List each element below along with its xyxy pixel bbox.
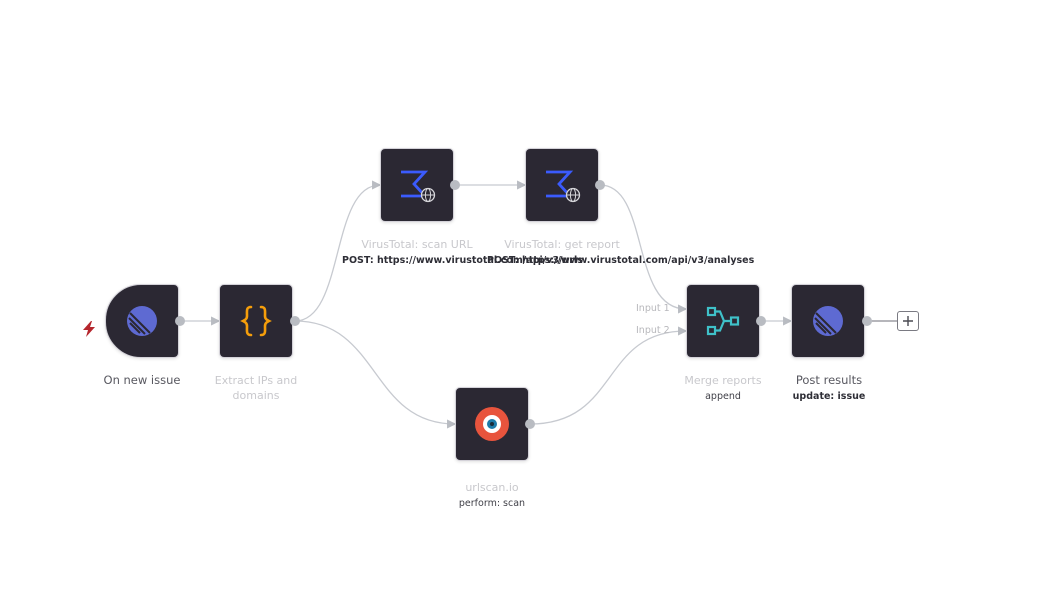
plus-icon xyxy=(903,316,913,326)
node-subtitle: perform: scan xyxy=(458,498,526,509)
node-title: urlscan.io xyxy=(465,481,519,494)
node-subtitle: POST: https://www.virustotal.com/api/v3/… xyxy=(342,255,583,266)
linear-icon xyxy=(813,306,843,336)
output-handle[interactable] xyxy=(595,180,605,190)
edge-extract-to-vt-scan xyxy=(294,180,382,322)
output-handle[interactable] xyxy=(862,316,872,326)
label-post-results: Post results update: issue xyxy=(754,373,904,404)
node-urlscan[interactable] xyxy=(455,387,529,461)
node-post-results[interactable] xyxy=(791,284,865,358)
lightning-bolt-icon xyxy=(83,321,95,337)
label-urlscan: urlscan.io perform: scan xyxy=(417,480,567,511)
node-title-line2: domains xyxy=(232,389,280,402)
node-title: Merge reports xyxy=(684,374,762,387)
input-2-label: Input 2 xyxy=(636,325,670,336)
virustotal-sigma-icon xyxy=(546,170,581,203)
node-title-line1: Extract IPs and xyxy=(214,374,298,387)
node-on-new-issue[interactable] xyxy=(105,284,179,358)
node-subtitle: update: issue xyxy=(792,391,866,402)
node-extract-ips-domains[interactable] xyxy=(219,284,293,358)
node-subtitle: POST: https://www.virustotal.com/api/v3/… xyxy=(487,255,755,266)
input-1-label: Input 1 xyxy=(636,303,670,314)
label-vt-get-report: VirusTotal: get report POST: https://www… xyxy=(487,237,754,268)
output-handle[interactable] xyxy=(450,180,460,190)
node-title: VirusTotal: get report xyxy=(504,238,620,251)
label-on-new-issue: On new issue xyxy=(67,373,217,388)
output-handle[interactable] xyxy=(175,316,185,326)
label-merge-reports: Merge reports append xyxy=(648,373,798,404)
urlscan-target-icon xyxy=(475,407,509,441)
label-vt-scan-url: VirusTotal: scan URL POST: https://www.v… xyxy=(342,237,583,268)
edge-extract-to-urlscan xyxy=(294,320,457,429)
virustotal-sigma-icon xyxy=(401,170,436,203)
edge-vt-report-to-merge xyxy=(599,184,688,314)
merge-icon xyxy=(706,306,740,336)
output-handle[interactable] xyxy=(290,316,300,326)
linear-icon xyxy=(127,306,157,336)
node-merge-reports[interactable] xyxy=(686,284,760,358)
label-extract: Extract IPs and domains xyxy=(181,373,331,403)
edge-urlscan-to-merge xyxy=(529,326,688,425)
add-node-button[interactable] xyxy=(897,311,919,331)
node-title: Post results xyxy=(795,373,863,387)
node-subtitle: append xyxy=(705,391,741,402)
curly-braces-icon xyxy=(240,305,272,337)
output-handle[interactable] xyxy=(525,419,535,429)
node-virustotal-get-report[interactable] xyxy=(525,148,599,222)
output-handle[interactable] xyxy=(756,316,766,326)
node-virustotal-scan-url[interactable] xyxy=(380,148,454,222)
node-title: VirusTotal: scan URL xyxy=(361,238,473,251)
node-title: On new issue xyxy=(103,373,181,387)
